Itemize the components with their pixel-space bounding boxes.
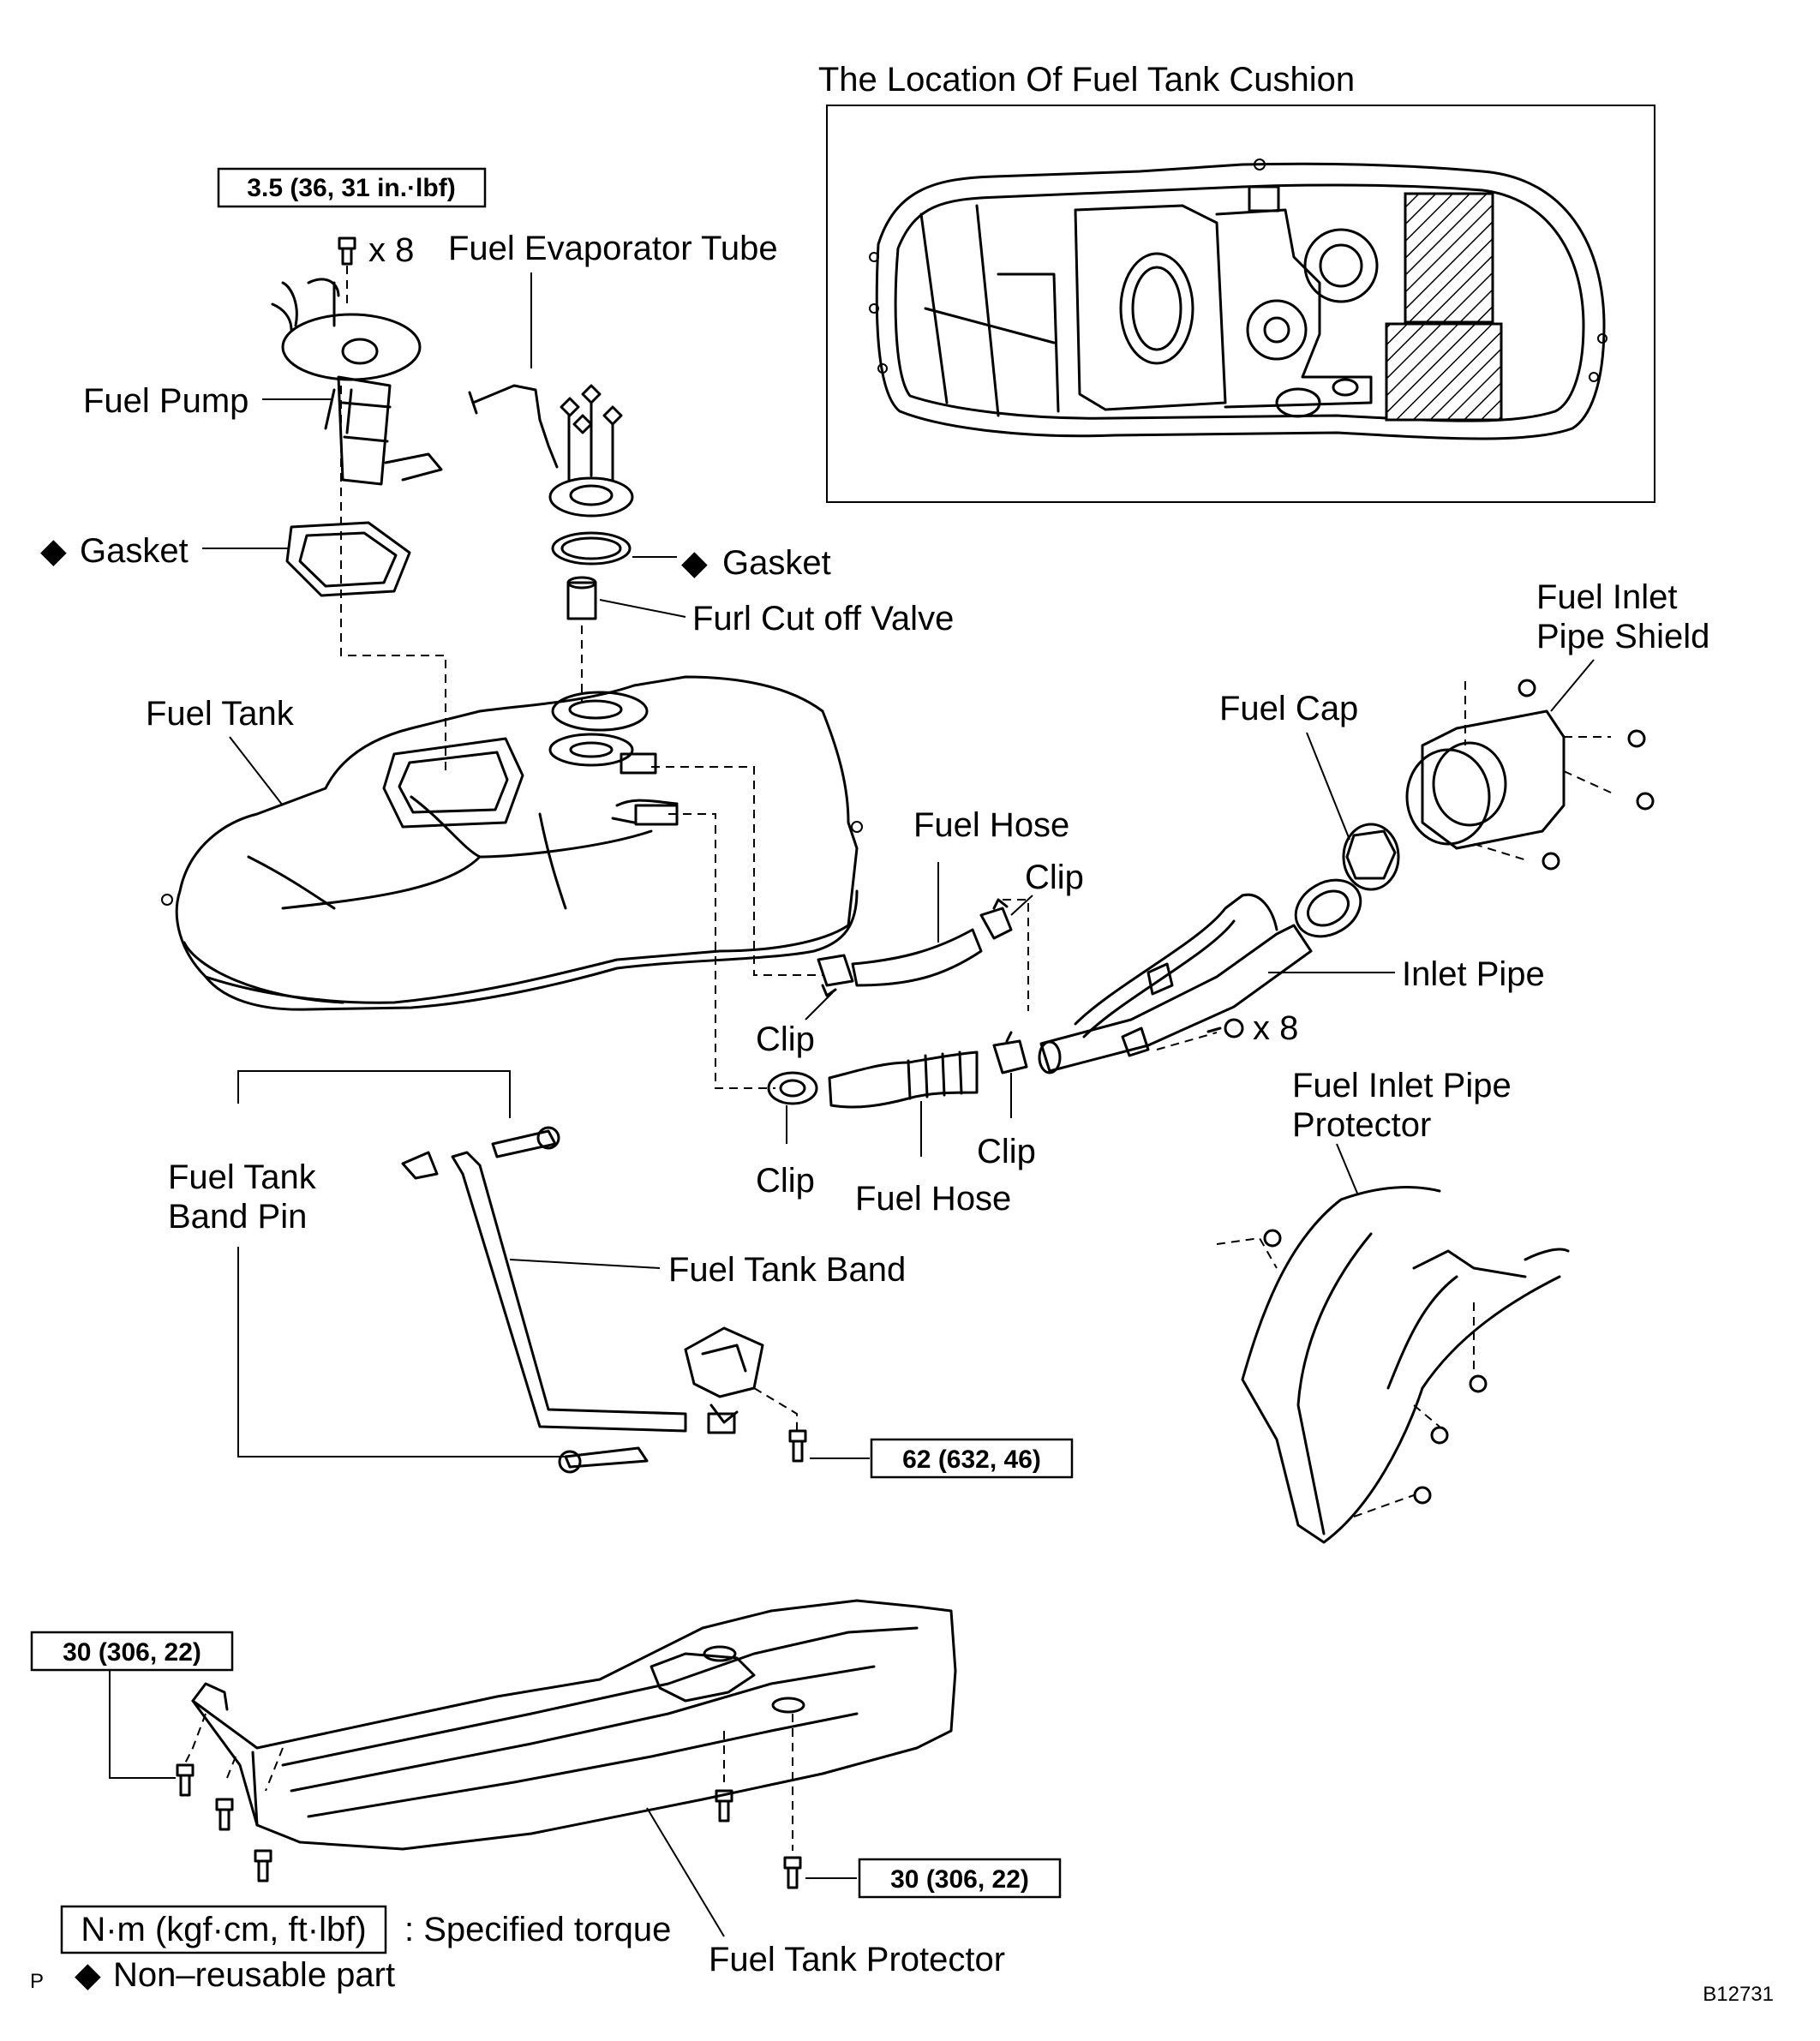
fuel-cap-label: Fuel Cap — [1219, 690, 1358, 727]
valve-bolts — [560, 384, 623, 482]
torque-box-pump — [217, 167, 487, 208]
bolt-icon — [715, 1789, 733, 1823]
fuel-tank-protector: 30 (306, 22) Fuel Tank Protector 30 (306… — [30, 1599, 1062, 1978]
torque-box-protector-left — [30, 1631, 234, 1672]
bolt-icon — [176, 1763, 195, 1797]
band-pin-upper — [491, 1129, 557, 1158]
legend: N·m (kgf·cm, ft·lbf) : Specified torque … — [30, 1905, 671, 1994]
torque-protector-right: 30 (306, 22) — [890, 1865, 1029, 1894]
gasket-left-marker: ◆ — [40, 532, 67, 570]
fuel-inlet-pipe-shield: Fuel Inlet Pipe Shield — [1405, 578, 1709, 871]
figure-code: B12731 — [1703, 1983, 1774, 2006]
cushion-lower — [1385, 322, 1503, 422]
bolt-icon — [338, 236, 356, 266]
legend-torque-box — [60, 1905, 387, 1954]
inlet-bolt-quantity: x 8 — [1253, 1009, 1298, 1047]
clip-lower-left-label: Clip — [756, 1162, 815, 1200]
inlet-pipe-label: Inlet Pipe — [1402, 955, 1545, 993]
gasket-left-label: Gasket — [80, 532, 189, 570]
fuel-cap-leader — [1306, 732, 1350, 841]
torque-box-protector-right — [858, 1858, 1062, 1899]
furl-cut-off-valve-label: Furl Cut off Valve — [692, 600, 954, 637]
protector-leader — [646, 1807, 725, 1937]
legend-torque-units: N·m (kgf·cm, ft·lbf) — [81, 1911, 366, 1948]
band-pin-bracket-bottom — [237, 1247, 566, 1457]
pipe-protector-leader — [1336, 1143, 1359, 1196]
bolt-icon — [254, 1849, 272, 1882]
pipe-shield-label-line1: Fuel Inlet — [1536, 578, 1678, 616]
evaporator-and-valve: Fuel Evaporator Tube ◆ Gasket Furl Cut o… — [448, 230, 954, 703]
bolt-icon — [788, 1429, 807, 1463]
valve-leader — [599, 599, 686, 618]
torque-box-band — [870, 1438, 1074, 1479]
inlet-pipe — [1039, 924, 1313, 1073]
fuel-tank: Fuel Tank — [146, 675, 863, 1011]
band-pin-label-line2: Band Pin — [168, 1198, 307, 1236]
torque-band: 62 (632, 46) — [902, 1445, 1041, 1474]
torque-pump: 3.5 (36, 31 in.·lbf) — [247, 174, 455, 202]
fuel-tank-band-leader — [509, 1259, 661, 1269]
clip-upper-left — [817, 954, 854, 997]
pipe-shield-leader — [1550, 659, 1595, 712]
fuel-tank-label: Fuel Tank — [146, 695, 295, 733]
clip-upper-right-label: Clip — [1025, 859, 1084, 896]
fuel-tank-band-label: Fuel Tank Band — [668, 1251, 906, 1289]
tank-top-view — [869, 159, 1607, 440]
torque-protector-left: 30 (306, 22) — [63, 1638, 201, 1667]
page-marker: P — [30, 1970, 44, 1993]
fuel-inlet-pipe-protector: Fuel Inlet Pipe Protector — [1216, 1067, 1570, 1544]
clip-lower-right-label: Clip — [977, 1133, 1036, 1170]
band-pin-bracket-top — [237, 1070, 511, 1118]
bolt-icon — [1206, 1018, 1244, 1038]
fuel-hose-lower-label: Fuel Hose — [855, 1180, 1011, 1218]
legend-nonreusable-marker: ◆ — [75, 1956, 101, 1994]
pipe-protector-label-line1: Fuel Inlet Pipe — [1292, 1067, 1512, 1104]
cushion-upper — [1404, 192, 1494, 324]
pipe-shield-label-line2: Pipe Shield — [1536, 618, 1709, 655]
legend-nonreusable-desc: Non–reusable part — [113, 1956, 395, 1994]
cushion-location-inset: The Location Of Fuel Tank Cushion — [818, 61, 1655, 503]
fuel-pump-label: Fuel Pump — [83, 382, 248, 420]
pump-bolt-quantity: x 8 — [368, 231, 414, 269]
fuel-evaporator-tube-label: Fuel Evaporator Tube — [448, 230, 778, 267]
clip-upper-left-label: Clip — [756, 1020, 815, 1058]
legend-torque-desc: : Specified torque — [404, 1911, 671, 1948]
gasket-right-label: Gasket — [722, 544, 831, 582]
gasket-right-marker: ◆ — [681, 544, 708, 582]
fuel-tank-protector-label: Fuel Tank Protector — [709, 1941, 1005, 1978]
fuel-tank-band — [451, 1151, 687, 1433]
clip-lower-left — [767, 1071, 818, 1105]
bolt-icon — [783, 1856, 802, 1889]
fuel-tank-band-assembly: Fuel Tank Band Pin Fuel Tank Band 62 (63… — [168, 1070, 1074, 1479]
band-pin-lower — [564, 1446, 649, 1469]
fuel-pump-assembly: 3.5 (36, 31 in.·lbf) x 8 Fuel Pump ◆ Gas… — [40, 167, 487, 771]
fuel-hose-lower — [828, 1050, 979, 1109]
clip-lower-right — [992, 1031, 1028, 1074]
hoses-and-clips: Fuel Hose Clip Clip Clip Clip Fuel Hos — [756, 806, 1084, 1218]
fuel-hose-upper-label: Fuel Hose — [913, 806, 1069, 844]
bolt-icon — [215, 1798, 234, 1831]
band-pin-label-line1: Fuel Tank — [168, 1158, 317, 1196]
fuel-cap: Fuel Cap — [1219, 690, 1400, 891]
fuel-hose-upper — [851, 928, 983, 987]
pipe-protector-label-line2: Protector — [1292, 1106, 1431, 1144]
inset-frame — [826, 105, 1655, 503]
inset-title: The Location Of Fuel Tank Cushion — [818, 61, 1355, 99]
fuel-tank-leader — [229, 736, 284, 806]
clip-upper-right — [979, 898, 1013, 940]
inlet-pipe-assembly: Inlet Pipe x 8 — [1038, 878, 1545, 1074]
